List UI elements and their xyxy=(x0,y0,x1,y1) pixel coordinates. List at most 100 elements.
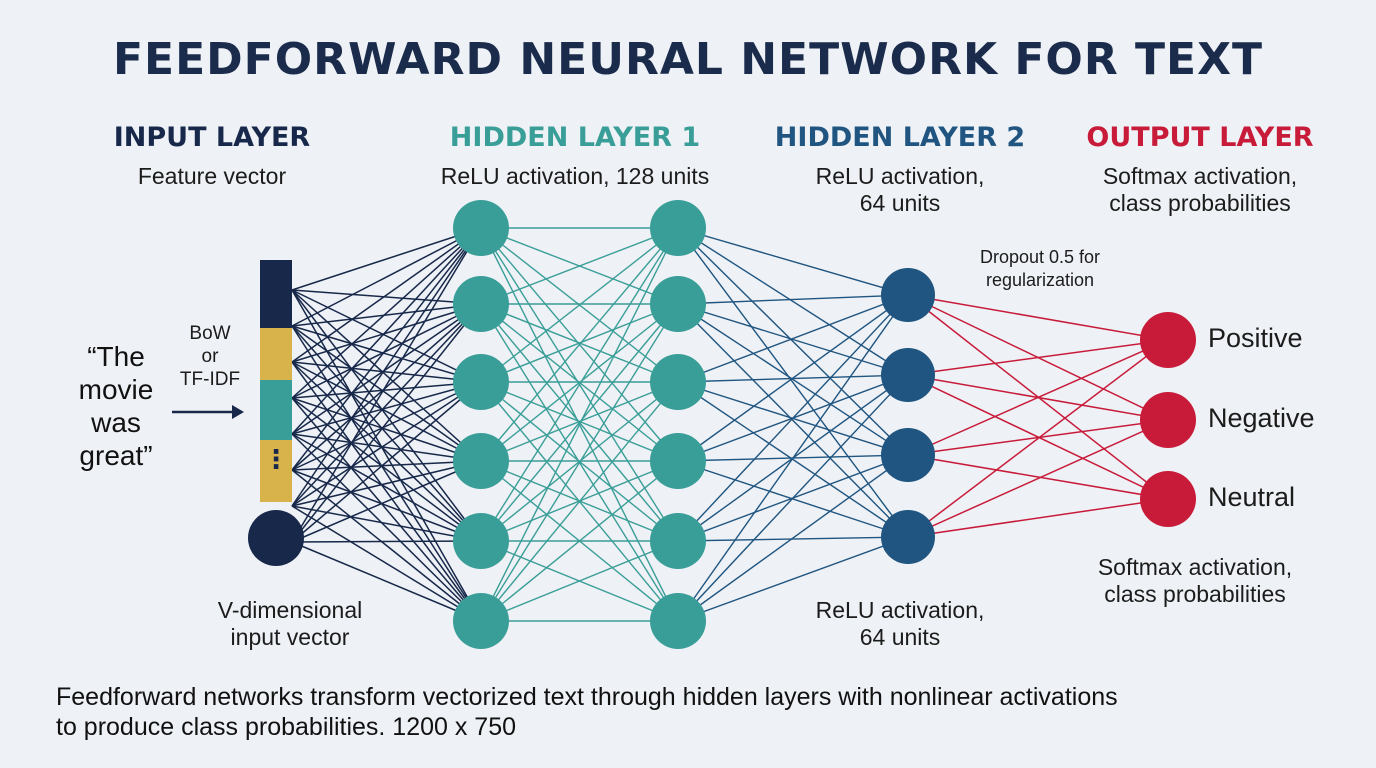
input-word-2: movie xyxy=(78,374,154,405)
edge-input-hidden1 xyxy=(291,433,482,542)
edge-hidden2-hidden3 xyxy=(677,303,909,456)
edge-input-hidden1 xyxy=(291,397,482,622)
edge-input-hidden1 xyxy=(291,361,482,462)
edge-input-hidden1 xyxy=(291,227,482,507)
input-word-3: was xyxy=(91,407,141,438)
edge-to-output xyxy=(907,454,1169,500)
hidden1-neuron-2 xyxy=(453,276,509,332)
connections xyxy=(291,227,1169,622)
edge-input-hidden1 xyxy=(291,303,482,507)
edge-input-hidden1 xyxy=(291,303,482,471)
edge-input-hidden1 xyxy=(291,397,482,462)
vector-end-node xyxy=(248,510,304,566)
neurons xyxy=(453,200,1196,649)
edge-to-output xyxy=(907,339,1169,538)
edge-hidden2-hidden3 xyxy=(677,303,909,538)
edge-input-hidden1 xyxy=(291,540,482,543)
hidden2-neuron-3 xyxy=(881,428,935,482)
hidden1b-neuron-3 xyxy=(650,354,706,410)
output-bottom-label: Softmax activation, class probabilities xyxy=(1040,554,1350,608)
vector-ellipsis: ⋮ xyxy=(263,444,289,474)
edge-hidden1-hidden2 xyxy=(480,227,679,462)
edge-input-hidden1 xyxy=(291,381,482,471)
hidden1-neuron-5 xyxy=(453,513,509,569)
edge-hidden1-hidden2 xyxy=(480,303,679,462)
hidden2-bottom-label: ReLU activation, 64 units xyxy=(745,597,1055,651)
dropout-line2: regularization xyxy=(985,270,1095,290)
edge-input-hidden1 xyxy=(291,325,482,622)
edge-input-hidden1 xyxy=(291,289,482,305)
edge-hidden2-hidden3 xyxy=(677,294,909,622)
edge-input-hidden1 xyxy=(291,227,482,471)
hidden2-neuron-2 xyxy=(881,348,935,402)
edge-hidden2-hidden3 xyxy=(677,294,909,383)
input-layer-title: INPUT LAYER xyxy=(113,122,311,153)
edge-input-hidden1 xyxy=(291,505,482,542)
hidden1b-neuron-2 xyxy=(650,276,706,332)
edge-hidden1-hidden2 xyxy=(480,227,679,542)
hidden1b-neuron-5 xyxy=(650,513,706,569)
edge-to-output xyxy=(907,339,1169,376)
output-bottom-line1: Softmax activation, xyxy=(1097,554,1293,580)
edge-input-hidden1 xyxy=(291,325,482,383)
hidden2-subtitle: ReLU activation, 64 units xyxy=(745,163,1055,217)
page-title: FEEDFORWARD NEURAL NETWORK FOR TEXT xyxy=(112,34,1264,85)
edge-hidden2-hidden3 xyxy=(677,294,909,462)
edge-input-hidden1 xyxy=(291,361,482,542)
edge-hidden2-hidden3 xyxy=(677,381,909,538)
edge-input-hidden1 xyxy=(291,289,482,542)
edge-input-hidden1 xyxy=(291,460,482,507)
hidden1-neuron-3 xyxy=(453,354,509,410)
input-layer-subtitle: Feature vector xyxy=(137,163,287,189)
output-label-neutral: Neutral xyxy=(1208,482,1296,512)
hidden2-subtitle-line2: 64 units xyxy=(859,190,941,216)
input-sentence: “The movie was great” xyxy=(56,340,176,472)
edge-hidden1-hidden2 xyxy=(480,303,679,383)
edge-input-hidden1 xyxy=(291,381,482,507)
edge-input-hidden1 xyxy=(291,227,482,363)
hidden2-title: HIDDEN LAYER 2 xyxy=(774,122,1026,153)
edge-input-hidden1 xyxy=(291,303,482,435)
input-bottom-line1: V-dimensional xyxy=(217,597,363,623)
vector-segment-3 xyxy=(260,380,292,440)
edge-input-hidden1 xyxy=(291,505,482,622)
edge-input-hidden1 xyxy=(291,381,482,543)
hidden2-subtitle-line1: ReLU activation, xyxy=(815,163,985,189)
edge-hidden2-hidden3 xyxy=(677,227,909,538)
edge-hidden1-hidden2 xyxy=(480,303,679,542)
edge-input-hidden1 xyxy=(291,325,482,542)
edge-hidden2-hidden3 xyxy=(677,536,909,542)
input-vector xyxy=(248,260,304,566)
edge-input-hidden1 xyxy=(291,289,482,622)
edge-input-hidden1 xyxy=(291,289,482,462)
edge-to-output xyxy=(907,498,1169,538)
edge-input-hidden1 xyxy=(291,460,482,471)
edge-input-hidden1 xyxy=(291,227,482,327)
hidden2-bottom-line1: ReLU activation, xyxy=(815,597,985,623)
vector-segment-1 xyxy=(260,260,292,328)
edge-to-output xyxy=(907,294,1169,341)
dropout-line1: Dropout 0.5 for xyxy=(979,247,1101,267)
hidden1-subtitle: ReLU activation, 128 units xyxy=(440,163,710,189)
edge-hidden1-hidden2 xyxy=(480,227,679,622)
edge-input-hidden1 xyxy=(291,469,482,622)
edge-input-hidden1 xyxy=(291,397,482,542)
hidden1-title: HIDDEN LAYER 1 xyxy=(449,122,701,153)
hidden1-neuron-4 xyxy=(453,433,509,489)
edge-input-hidden1 xyxy=(291,227,482,435)
encoding-line1: BoW xyxy=(189,323,231,344)
caption: Feedforward networks transform vectorize… xyxy=(56,682,1336,742)
input-bottom-line2: input vector xyxy=(230,624,350,650)
edge-input-hidden1 xyxy=(291,303,482,327)
edge-hidden2-hidden3 xyxy=(677,303,909,376)
edge-input-hidden1 xyxy=(291,433,482,462)
edge-to-output xyxy=(907,419,1169,456)
edge-hidden2-hidden3 xyxy=(677,374,909,622)
hidden1b-neuron-4 xyxy=(650,433,706,489)
caption-line2: to produce class probabilities. 1200 x 7… xyxy=(56,713,517,741)
hidden1-neuron-6 xyxy=(453,593,509,649)
output-subtitle-line2: class probabilities xyxy=(1109,190,1291,216)
vector-segment-4 xyxy=(260,440,292,502)
edge-hidden2-hidden3 xyxy=(677,294,909,542)
